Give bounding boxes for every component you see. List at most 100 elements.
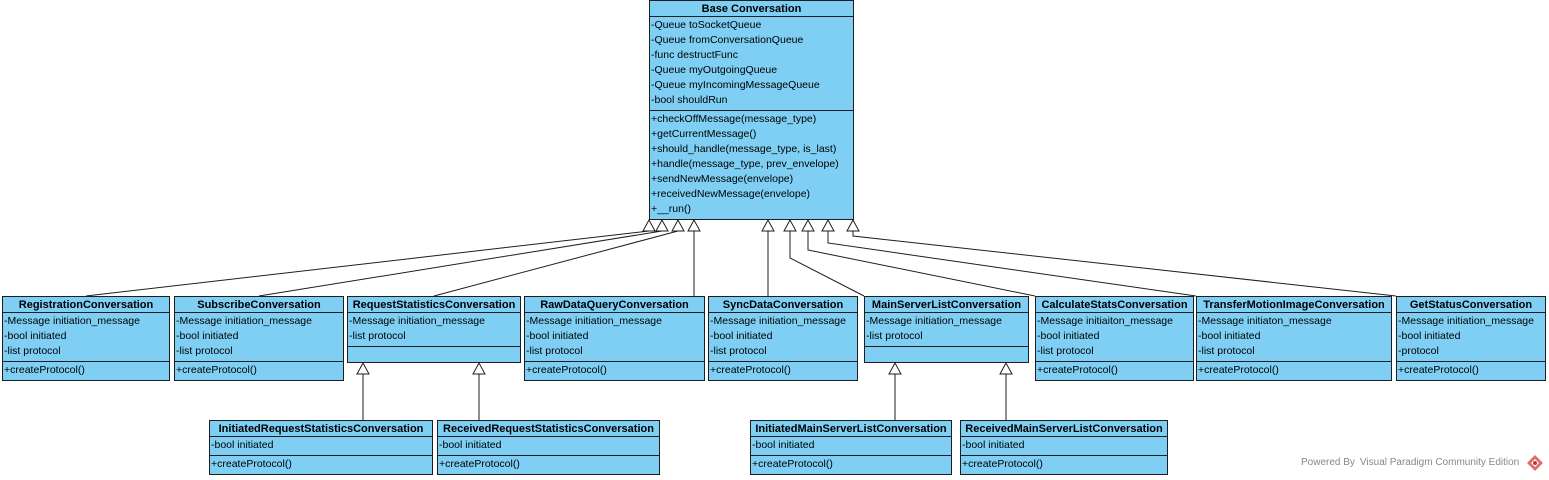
class-initiated-main-server-list[interactable]: InitiatedMainServerListConversation-bool… bbox=[750, 420, 952, 475]
vp-watermark: Powered By Visual Paradigm Community Edi… bbox=[1301, 457, 1520, 468]
attribute: -bool initiated bbox=[1398, 330, 1461, 342]
attribute: -list protocol bbox=[866, 330, 923, 342]
operation: +createProtocol() bbox=[211, 458, 292, 470]
operation: +receivedNewMessage(envelope) bbox=[651, 188, 811, 200]
class-name: SyncDataConversation bbox=[709, 297, 857, 313]
class-name: SubscribeConversation bbox=[175, 297, 343, 313]
attribute: -list protocol bbox=[526, 345, 583, 357]
attribute: -Message initiation_message bbox=[4, 315, 140, 327]
class-request-stats[interactable]: RequestStatisticsConversation-Message in… bbox=[347, 296, 521, 363]
attribute: -bool initiated bbox=[526, 330, 589, 342]
attributes-compartment: -bool initiated bbox=[438, 437, 659, 456]
class-base[interactable]: Base Conversation-Queue toSocketQueue-Qu… bbox=[649, 0, 854, 220]
attribute: -Message initiation_message bbox=[349, 315, 485, 327]
generalization-line-get-status bbox=[852, 231, 1397, 297]
attribute: -bool initiated bbox=[211, 439, 274, 451]
attribute: -Queue toSocketQueue bbox=[651, 19, 762, 31]
operation: +createProtocol() bbox=[526, 364, 607, 376]
attribute: -list protocol bbox=[176, 345, 233, 357]
generalization-line-subscribe bbox=[258, 230, 663, 297]
operations-compartment: +createProtocol() bbox=[438, 456, 659, 474]
operation: +__run() bbox=[651, 203, 691, 215]
operation: +sendNewMessage(envelope) bbox=[651, 173, 794, 185]
operations-compartment: +createProtocol() bbox=[961, 456, 1167, 474]
class-sync-data[interactable]: SyncDataConversation-Message initiation_… bbox=[708, 296, 858, 381]
attributes-compartment: -bool initiated bbox=[961, 437, 1167, 456]
attributes-compartment: -Message initiation_message-bool initiat… bbox=[3, 313, 169, 362]
class-name: RegistrationConversation bbox=[3, 297, 169, 313]
class-name: InitiatedRequestStatisticsConversation bbox=[210, 421, 432, 437]
class-main-server-list[interactable]: MainServerListConversation-Message initi… bbox=[864, 296, 1029, 363]
class-name: ReceivedRequestStatisticsConversation bbox=[438, 421, 659, 437]
operation: +should_handle(message_type, is_last) bbox=[651, 143, 837, 155]
attributes-compartment: -Message initiation_message -bool initiat… bbox=[709, 313, 857, 362]
attribute: -bool initiated bbox=[176, 330, 239, 342]
class-get-status[interactable]: GetStatusConversation-Message initiation… bbox=[1396, 296, 1546, 381]
generalization-arrowhead bbox=[888, 361, 902, 375]
attributes-compartment: -Message initiaton_message-bool initiate… bbox=[1197, 313, 1391, 362]
operation: +createProtocol() bbox=[4, 364, 85, 376]
class-name: MainServerListConversation bbox=[865, 297, 1028, 313]
attributes-compartment: -Message initiation_message -bool initiat… bbox=[175, 313, 343, 362]
generalization-arrowhead bbox=[761, 218, 775, 232]
attributes-compartment: -Message initiation_message-list protoco… bbox=[865, 313, 1028, 347]
operation: +checkOffMessage(message_type) bbox=[651, 113, 817, 125]
class-name: RawDataQueryConversation bbox=[525, 297, 704, 313]
attribute: -bool initiated bbox=[1037, 330, 1100, 342]
attribute: -Message initiation_message bbox=[176, 315, 312, 327]
attribute: -protocol bbox=[1398, 345, 1439, 357]
attributes-compartment: -Message initiation_message-bool initiat… bbox=[525, 313, 704, 362]
operations-compartment bbox=[865, 347, 1028, 362]
attribute: -list protocol bbox=[710, 345, 767, 357]
generalization-arrowhead bbox=[472, 361, 486, 375]
operations-compartment: +createProtocol() bbox=[3, 362, 169, 380]
attribute: -list protocol bbox=[1198, 345, 1255, 357]
generalization-line-registration bbox=[85, 230, 650, 297]
attribute: -bool initiated bbox=[439, 439, 502, 451]
generalization-arrowhead bbox=[999, 361, 1013, 375]
attribute: -func destructFunc bbox=[651, 49, 738, 61]
attribute: -Message initiaiton_message bbox=[1037, 315, 1173, 327]
class-name: TransferMotionImageConversation bbox=[1197, 297, 1391, 313]
generalization-line-request-stats bbox=[433, 230, 679, 297]
class-raw-data-query[interactable]: RawDataQueryConversation-Message initiat… bbox=[524, 296, 705, 381]
operation: +createProtocol() bbox=[962, 458, 1043, 470]
attribute: -Queue fromConversationQueue bbox=[651, 34, 804, 46]
visual-paradigm-logo-icon bbox=[1527, 455, 1543, 471]
attribute: -bool initiated bbox=[752, 439, 815, 451]
class-registration[interactable]: RegistrationConversation-Message initiat… bbox=[2, 296, 170, 381]
attribute: -Queue myOutgoingQueue bbox=[651, 64, 778, 76]
class-name: GetStatusConversation bbox=[1397, 297, 1545, 313]
operations-compartment bbox=[348, 347, 520, 362]
attributes-compartment: -Queue toSocketQueue -Queue fromConversat… bbox=[650, 17, 853, 111]
class-transfer-motion[interactable]: TransferMotionImageConversation-Message … bbox=[1196, 296, 1392, 381]
class-subscribe[interactable]: SubscribeConversation-Message initiation… bbox=[174, 296, 344, 381]
attribute: -bool initiated bbox=[710, 330, 773, 342]
class-initiated-request-stats[interactable]: InitiatedRequestStatisticsConversation -b… bbox=[209, 420, 433, 475]
generalization-arrowhead bbox=[821, 218, 835, 232]
generalization-arrowhead bbox=[642, 218, 656, 232]
operation: +createProtocol() bbox=[1198, 364, 1279, 376]
generalization-arrowhead bbox=[671, 218, 685, 232]
attribute: -Message initiation_message bbox=[710, 315, 846, 327]
operation: +createProtocol() bbox=[1398, 364, 1479, 376]
generalization-line-calculate-stats bbox=[807, 231, 1036, 297]
class-received-request-stats[interactable]: ReceivedRequestStatisticsConversation -bo… bbox=[437, 420, 660, 475]
operations-compartment: +checkOffMessage(message_type)+getCurren… bbox=[650, 111, 853, 219]
class-name: Base Conversation bbox=[650, 1, 853, 17]
class-received-main-server-list[interactable]: ReceivedMainServerListConversation-bool … bbox=[960, 420, 1168, 475]
attributes-compartment: -bool initiated bbox=[210, 437, 432, 456]
attribute: -Message initiation_message bbox=[1398, 315, 1534, 327]
generalization-arrowhead bbox=[356, 361, 370, 375]
operations-compartment: +createProtocol() bbox=[525, 362, 704, 380]
attribute: -bool initiated bbox=[962, 439, 1025, 451]
operations-compartment: +createProtocol() bbox=[1036, 362, 1193, 380]
operation: +createProtocol() bbox=[176, 364, 257, 376]
attributes-compartment: -Message initiation_message -bool initiat… bbox=[1397, 313, 1545, 362]
operations-compartment: +createProtocol() bbox=[709, 362, 857, 380]
attributes-compartment: -Message initiaiton_message -bool initiat… bbox=[1036, 313, 1193, 362]
operations-compartment: +createProtocol() bbox=[175, 362, 343, 380]
generalization-arrowhead bbox=[687, 218, 701, 232]
class-calculate-stats[interactable]: CalculateStatsConversation-Message initi… bbox=[1035, 296, 1194, 381]
